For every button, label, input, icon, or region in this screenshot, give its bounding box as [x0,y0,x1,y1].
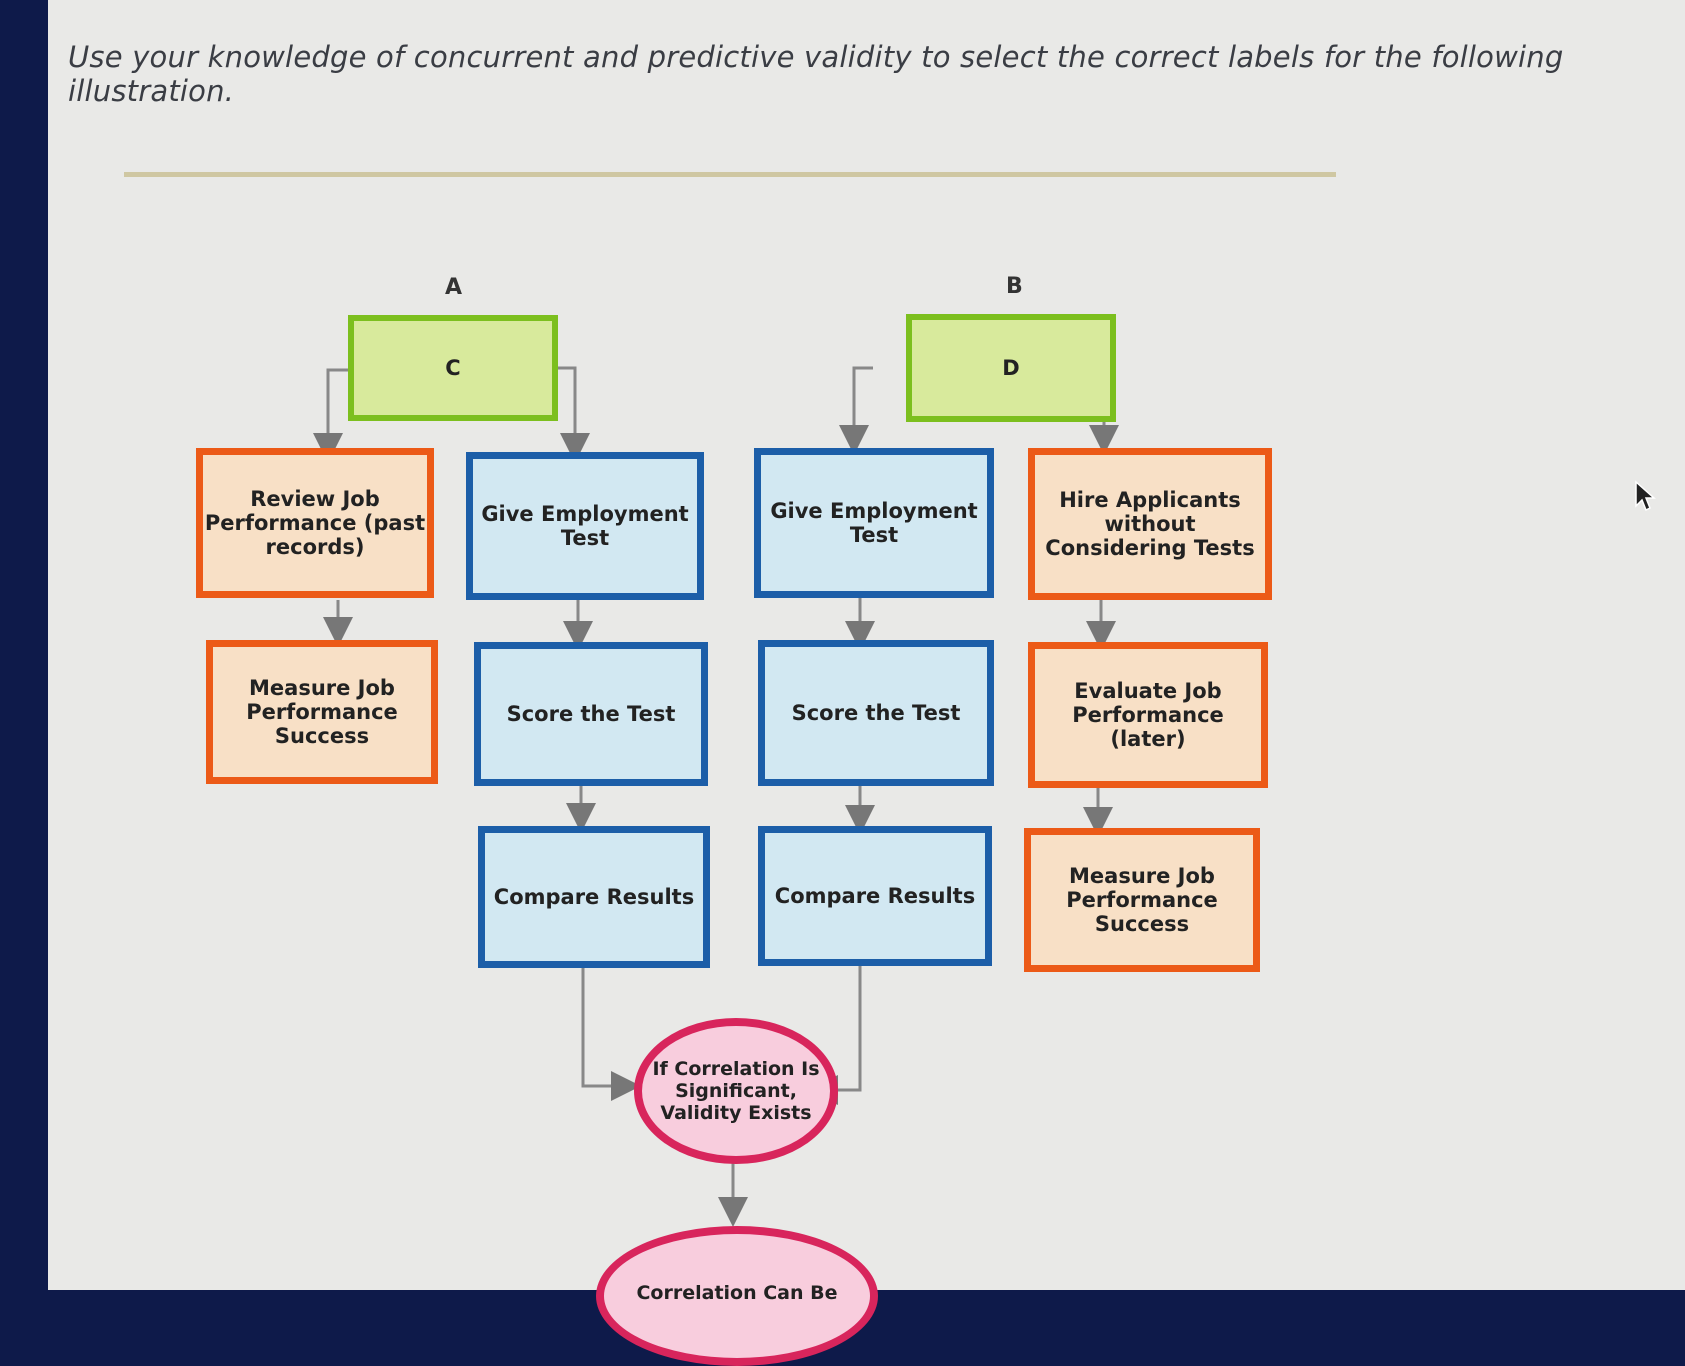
arrow-c-left [313,368,348,463]
drop-zone-c[interactable]: C [348,315,558,421]
ellipse-correlation-can-be: Correlation Can Be [596,1226,878,1366]
arrow-d-left [839,366,873,455]
box-review-job-performance: Review Job Performance (past records) [196,448,434,598]
box-hire-applicants: Hire Applicants without Considering Test… [1028,448,1272,600]
box-measure-job-performance-left: Measure Job Performance Success [206,640,438,784]
box-compare-results-right: Compare Results [758,826,992,966]
box-score-test-left: Score the Test [474,642,708,786]
box-measure-job-performance-right: Measure Job Performance Success [1024,828,1260,972]
arrow-c-right [556,366,590,463]
question-text: Use your knowledge of concurrent and pre… [68,40,1564,108]
box-give-employment-test-left: Give Employment Test [466,452,704,600]
box-compare-results-left: Compare Results [478,826,710,968]
box-evaluate-job-performance: Evaluate Job Performance (later) [1028,642,1268,788]
arrow-cl-3 [581,960,641,1101]
drop-zone-b[interactable]: B [1006,274,1023,299]
box-score-test-right: Score the Test [758,640,994,786]
drop-zone-d[interactable]: D [906,314,1116,422]
drop-zone-a[interactable]: A [445,275,463,300]
divider [124,172,1336,177]
drop-zone-c-label: C [445,356,461,380]
ellipse-validity-exists: If Correlation Is Significant, Validity … [634,1018,838,1164]
screen: Use your knowledge of concurrent and pre… [48,0,1685,1366]
mouse-cursor-icon [1635,480,1656,512]
drop-zone-d-label: D [1002,356,1020,380]
box-give-employment-test-right: Give Employment Test [754,448,994,598]
